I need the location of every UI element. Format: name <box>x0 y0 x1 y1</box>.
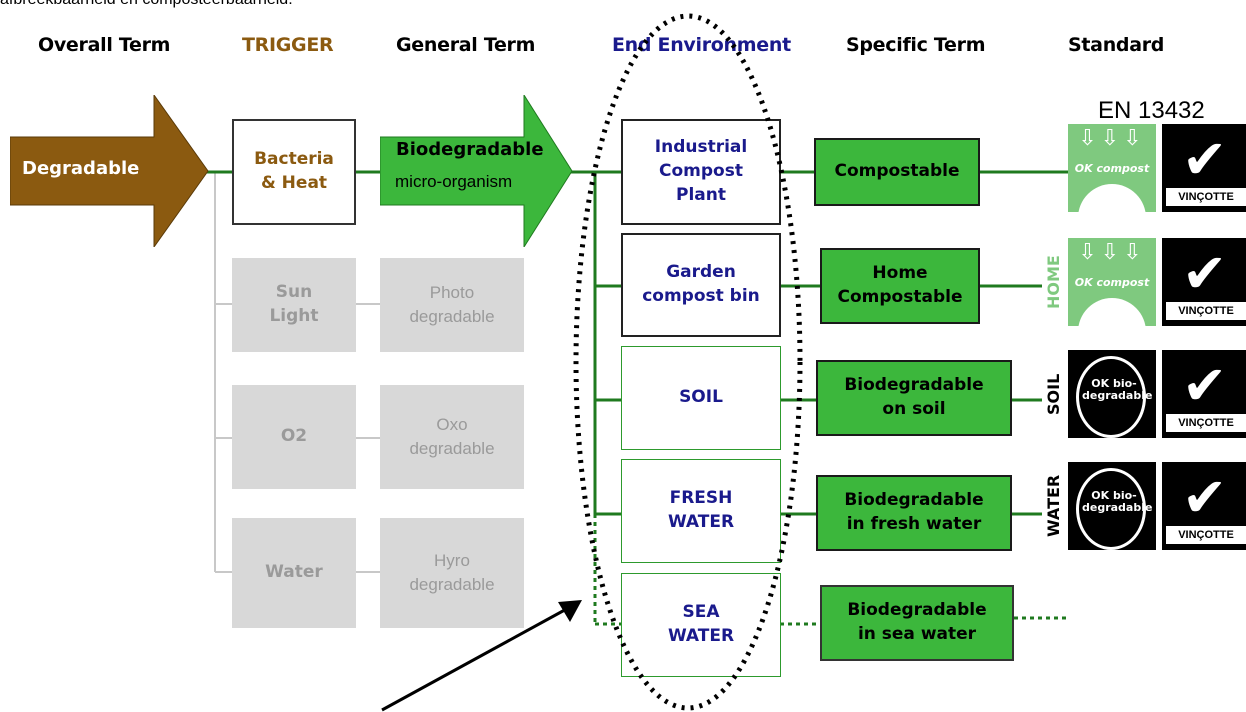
ok-biodegradable-water-logo: OK bio-degradable ✔ VINÇOTTE <box>1068 462 1246 550</box>
general-oxo-degradable: Oxo degradable <box>380 385 524 489</box>
general-line2: degradable <box>409 439 495 458</box>
biodegradable-label: Biodegradable <box>396 139 544 160</box>
standard-en13432: EN 13432 <box>1098 97 1205 124</box>
vincotte-logo: ✔ VINÇOTTE <box>1162 124 1246 212</box>
general-line2: degradable <box>409 307 495 326</box>
trigger-line1: O2 <box>280 426 308 447</box>
ok-bio-label: OK bio-degradable <box>1082 489 1153 515</box>
general-line1: Photo <box>429 283 475 303</box>
degradable-label: Degradable <box>22 158 140 179</box>
water-vertical-label: WATER <box>1044 474 1063 538</box>
specific-biodegradable-sea-water: Biodegradable in sea water <box>820 585 1014 661</box>
pointer-arrow <box>381 600 582 712</box>
specific-line1: Home <box>872 263 928 284</box>
trigger-line2: & Heat <box>260 173 328 193</box>
specific-biodegradable-soil: Biodegradable on soil <box>816 360 1012 436</box>
specific-line1: Biodegradable <box>844 375 984 396</box>
env-line2: WATER <box>667 626 735 646</box>
arc-icon <box>1076 356 1146 438</box>
checkmark-icon: ✔ <box>1182 242 1228 305</box>
degradable-arrow <box>10 95 209 247</box>
trigger-bacteria-heat: Bacteria & Heat <box>232 119 356 225</box>
env-line2: WATER <box>667 512 735 532</box>
ok-biodegradable-soil-logo: OK bio-degradable ✔ VINÇOTTE <box>1068 350 1246 438</box>
env-line1: SOIL <box>679 387 723 408</box>
ok-compost-home-logo: ⇩⇩⇩ OK compost ✔ VINÇOTTE <box>1068 238 1246 326</box>
specific-line2: Compostable <box>837 287 963 307</box>
env-sea-water: SEA WATER <box>621 573 781 677</box>
header-standard: Standard <box>1068 34 1165 56</box>
env-soil: SOIL <box>621 346 781 450</box>
header-trigger: TRIGGER <box>242 34 334 56</box>
arc-icon <box>1076 468 1146 550</box>
header-overall-term: Overall Term <box>38 34 171 56</box>
specific-line1: Biodegradable <box>844 490 984 511</box>
vincotte-label: VINÇOTTE <box>1166 414 1246 432</box>
env-line1: FRESH <box>669 488 733 509</box>
biodegradable-arrow <box>380 95 573 247</box>
trigger-line1: Sun <box>275 282 313 303</box>
ok-bio-label: OK bio-degradable <box>1082 377 1153 403</box>
ok-compost-label: OK compost <box>1074 276 1150 289</box>
env-line1: Garden <box>666 262 736 283</box>
soil-vertical-label: SOIL <box>1044 373 1063 415</box>
down-arrows-icon: ⇩⇩⇩ <box>1078 126 1146 151</box>
general-line1: Oxo <box>436 415 468 435</box>
trigger-line1: Bacteria <box>254 149 334 170</box>
down-arrows-icon: ⇩⇩⇩ <box>1078 240 1146 265</box>
specific-line2: in sea water <box>857 624 977 644</box>
specific-compostable: Compostable <box>814 138 980 206</box>
trigger-line1: Water <box>265 562 323 583</box>
ok-compost-logo: ⇩⇩⇩ OK compost ✔ VINÇOTTE <box>1068 124 1246 212</box>
micro-organism-label: micro-organism <box>395 172 513 191</box>
checkmark-icon: ✔ <box>1182 466 1228 529</box>
vincotte-label: VINÇOTTE <box>1166 526 1246 544</box>
env-line2: Compost <box>659 161 743 182</box>
general-line1: Hyro <box>434 551 470 571</box>
checkmark-icon: ✔ <box>1182 128 1228 191</box>
env-garden-compost-bin: Garden compost bin <box>621 233 781 337</box>
vincotte-logo: ✔ VINÇOTTE <box>1162 350 1246 438</box>
specific-line2: on soil <box>882 399 946 419</box>
header-general-term: General Term <box>396 34 536 56</box>
home-vertical-label: HOME <box>1044 255 1063 309</box>
trigger-line2: Light <box>269 306 319 326</box>
vincotte-label: VINÇOTTE <box>1166 188 1246 206</box>
env-line2: compost bin <box>642 286 760 306</box>
header-specific-term: Specific Term <box>846 34 986 56</box>
trigger-water: Water <box>232 518 356 628</box>
env-fresh-water: FRESH WATER <box>621 459 781 563</box>
ok-compost-label: OK compost <box>1074 162 1150 175</box>
env-line1: SEA <box>682 602 720 623</box>
trigger-o2: O2 <box>232 385 356 489</box>
highlight-dotted-ellipse <box>573 13 803 711</box>
header-end-environment: End Environment <box>612 34 791 56</box>
checkmark-icon: ✔ <box>1182 354 1228 417</box>
general-line2: degradable <box>409 575 495 594</box>
env-line3: Plant <box>676 184 726 205</box>
specific-line1: Compostable <box>834 161 960 182</box>
specific-line2: in fresh water <box>846 514 982 534</box>
vincotte-logo: ✔ VINÇOTTE <box>1162 462 1246 550</box>
specific-biodegradable-fresh-water: Biodegradable in fresh water <box>816 475 1012 551</box>
flower-icon <box>1078 184 1146 212</box>
general-photo-degradable: Photo degradable <box>380 258 524 352</box>
flower-icon <box>1078 298 1146 326</box>
env-line1: Industrial <box>654 137 748 158</box>
intro-text: afbreekbaarheid en composteerbaarheid. <box>0 0 293 9</box>
vincotte-label: VINÇOTTE <box>1166 302 1246 320</box>
general-hyro-degradable: Hyro degradable <box>380 518 524 628</box>
vincotte-logo: ✔ VINÇOTTE <box>1162 238 1246 326</box>
specific-line1: Biodegradable <box>847 600 987 621</box>
